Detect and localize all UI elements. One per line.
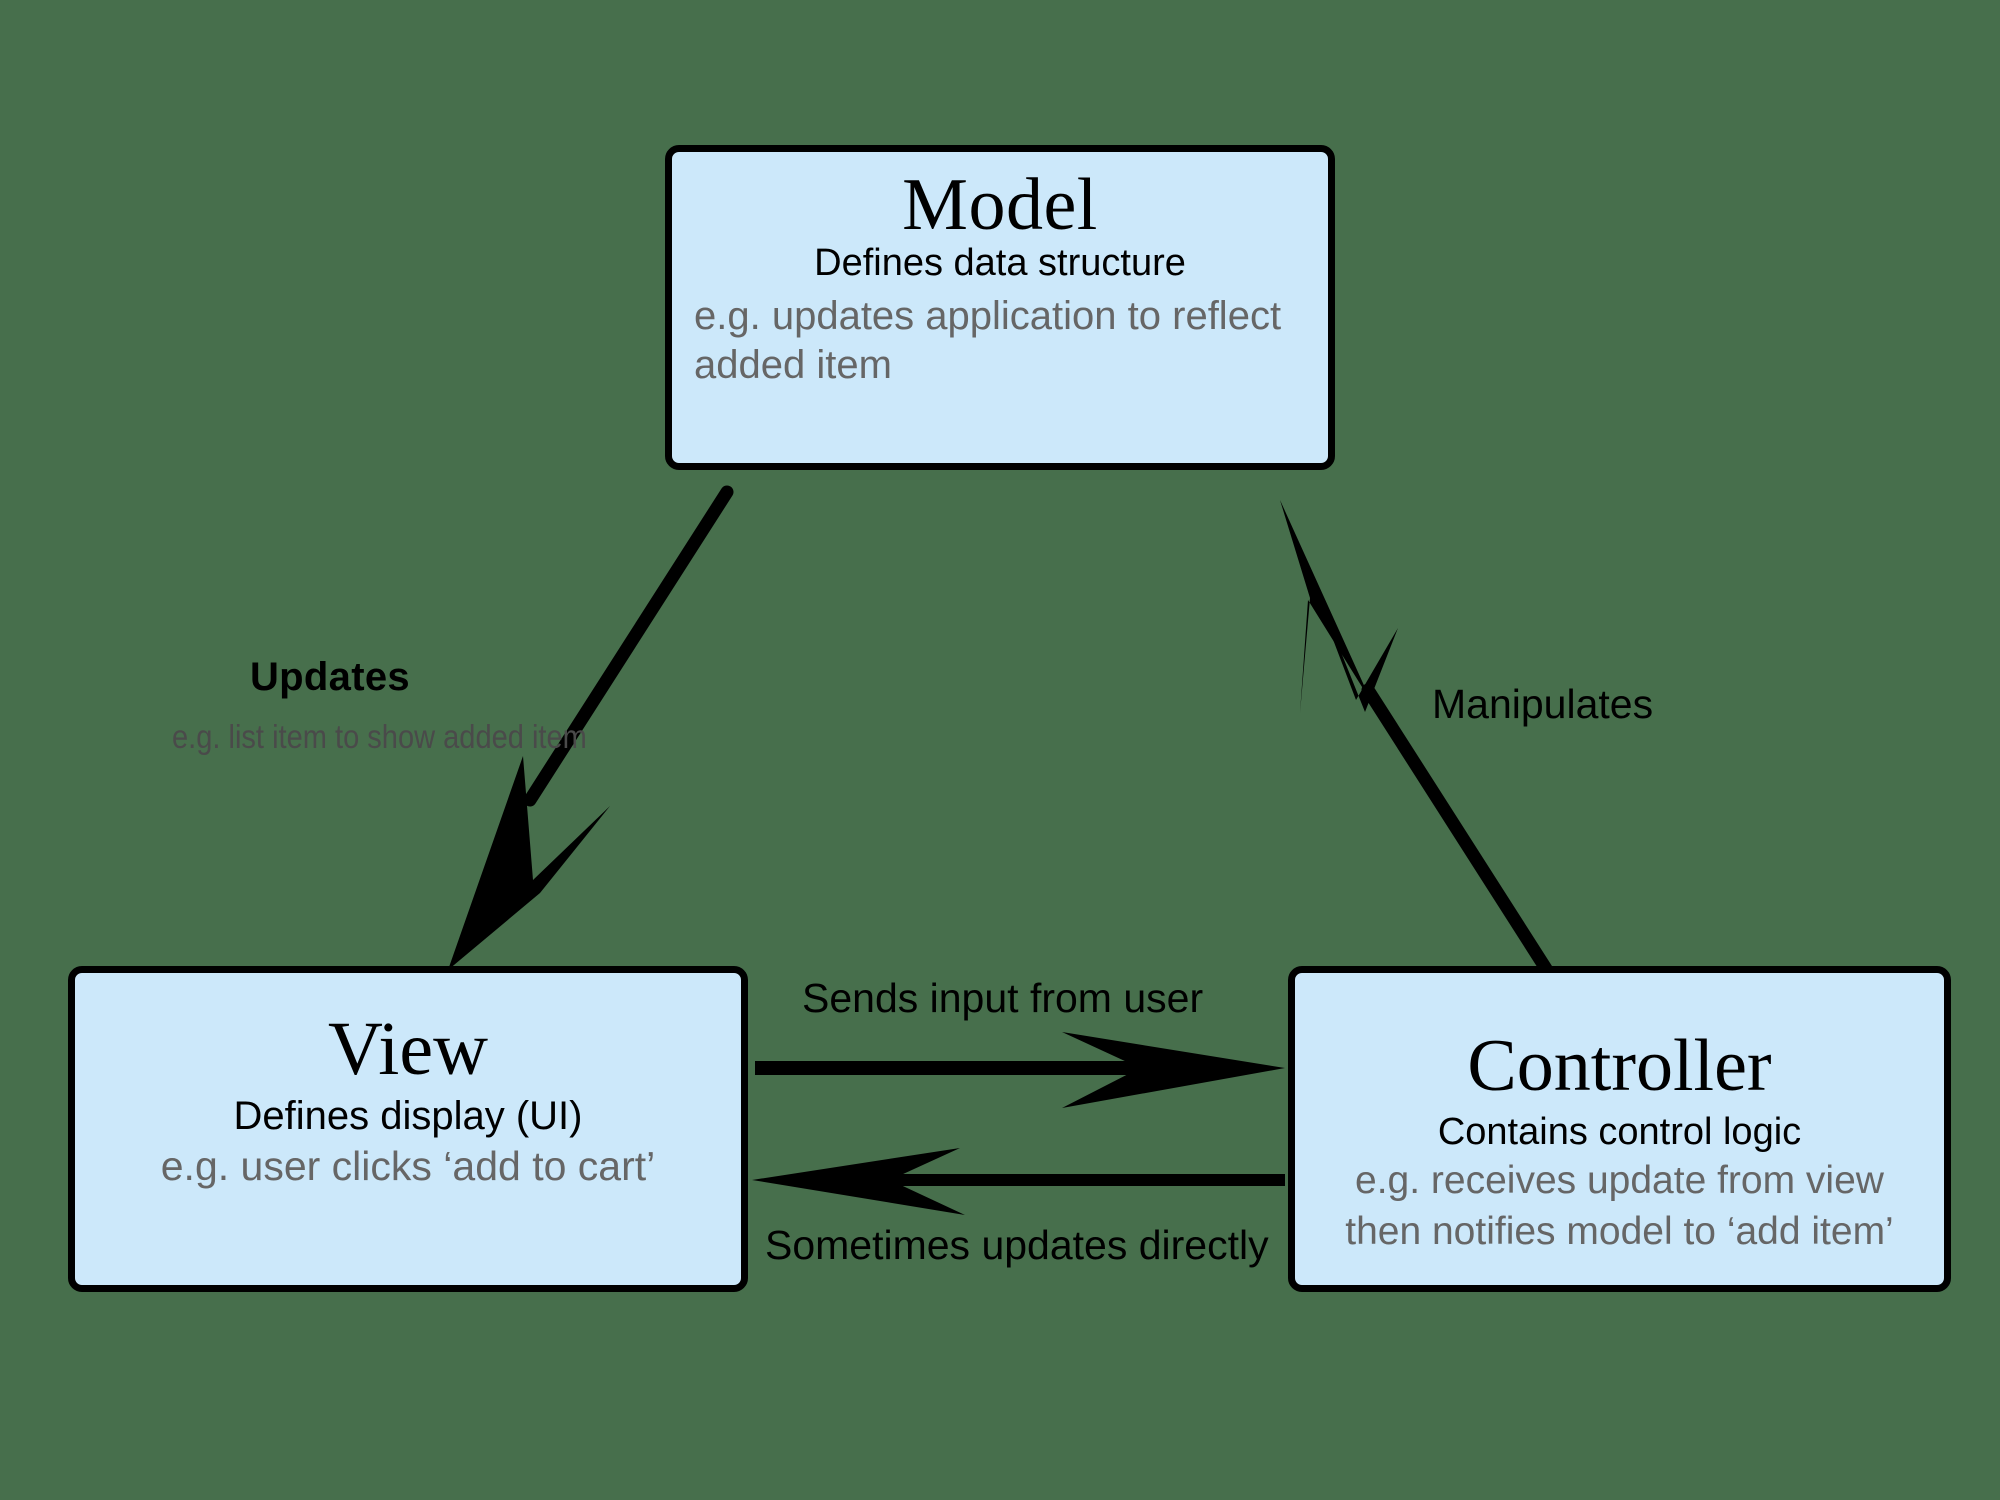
- node-model-subtitle: Defines data structure: [814, 242, 1186, 284]
- arrow-controller-to-model: [1280, 500, 1557, 982]
- node-view-example: e.g. user clicks ‘add to cart’: [160, 1143, 656, 1189]
- node-model-title: Model: [902, 164, 1098, 246]
- node-controller-subtitle: Contains control logic: [1437, 1111, 1802, 1153]
- edge-label-sometimes-updates-directly: Sometimes updates directly: [765, 1222, 1269, 1268]
- arrow-view-to-controller: [755, 1032, 1285, 1108]
- node-model[interactable]: Model Defines data structure e.g. update…: [665, 145, 1335, 470]
- edge-label-updates: Updates: [250, 655, 410, 699]
- node-model-example: e.g. updates application to reflect adde…: [694, 293, 1282, 387]
- arrow-controller-to-view: [752, 1148, 1285, 1215]
- edge-label-sends-input-from-user: Sends input from user: [802, 975, 1204, 1021]
- node-view-subtitle: Defines display (UI): [233, 1094, 583, 1138]
- edge-label-manipulates: Manipulates: [1432, 681, 1654, 727]
- node-view[interactable]: View Defines display (UI) e.g. user clic…: [68, 966, 748, 1292]
- edge-sublabel-updates: e.g. list item to show added item: [172, 718, 587, 755]
- node-controller-title: Controller: [1467, 1025, 1772, 1107]
- node-controller[interactable]: Controller Contains control logic e.g. r…: [1288, 966, 1951, 1292]
- node-view-title: View: [327, 1007, 489, 1091]
- node-controller-example-line1: e.g. receives update from view: [1355, 1158, 1884, 1202]
- node-controller-example-line2: then notifies model to ‘add item’: [1345, 1210, 1894, 1254]
